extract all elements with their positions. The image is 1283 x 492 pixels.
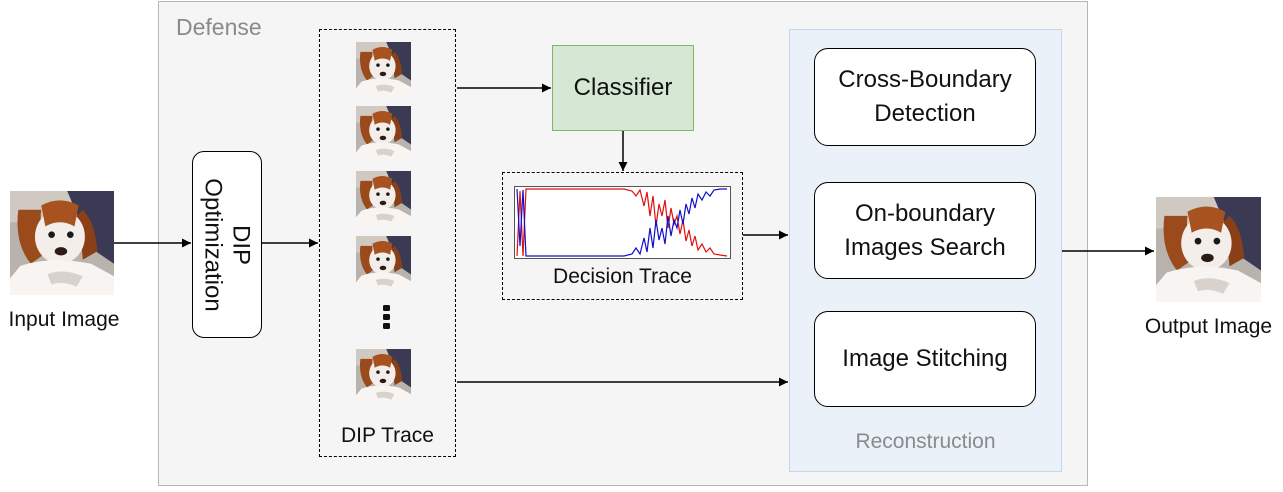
- dip-trace-ellipsis: [372, 304, 402, 330]
- defense-title: Defense: [176, 14, 262, 40]
- dip-trace-label: DIP Trace: [341, 424, 434, 447]
- reconstruction-title: Reconstruction: [855, 430, 996, 453]
- decision-trace-box: [502, 172, 743, 300]
- decision-trace-label: Decision Trace: [553, 265, 692, 288]
- dip-optimization-box: DIP Optimization: [192, 151, 262, 338]
- image-stitching-label: Image Stitching: [842, 345, 1008, 373]
- dip-trace-thumbnail: [356, 171, 411, 226]
- classifier-label: Classifier: [573, 74, 673, 101]
- cross-boundary-detection-line2: Detection: [874, 100, 976, 127]
- cross-boundary-detection-line1: Cross-Boundary: [838, 66, 1012, 94]
- classifier-box: Classifier: [552, 45, 694, 131]
- decision-trace-red-series: [516, 188, 728, 257]
- dip-optimization-label-line2: Optimization: [200, 177, 227, 312]
- decision-trace-plot: [514, 186, 731, 259]
- on-boundary-images-search-line1: On-boundary: [854, 199, 996, 227]
- output-image-label: Output Image: [1144, 315, 1273, 338]
- dip-trace-thumbnail: [356, 236, 411, 291]
- dip-trace-box: [319, 29, 456, 457]
- dip-trace-thumbnail: [356, 349, 411, 404]
- cross-boundary-detection-box: Cross-Boundary Detection: [814, 48, 1036, 146]
- input-image: [10, 191, 114, 295]
- image-stitching-box: Image Stitching: [814, 311, 1036, 407]
- dip-trace-thumbnail: [356, 106, 411, 161]
- on-boundary-images-search-box: On-boundary Images Search: [814, 182, 1036, 279]
- dip-trace-thumbnail: [356, 42, 411, 97]
- ellipsis-icon: [383, 305, 390, 329]
- output-image: [1156, 197, 1261, 302]
- on-boundary-images-search-line2: Images Search: [844, 233, 1006, 261]
- input-image-label: Input Image: [8, 308, 120, 331]
- dip-optimization-label-line1: DIP: [227, 224, 255, 265]
- decision-trace-blue-series: [516, 188, 727, 257]
